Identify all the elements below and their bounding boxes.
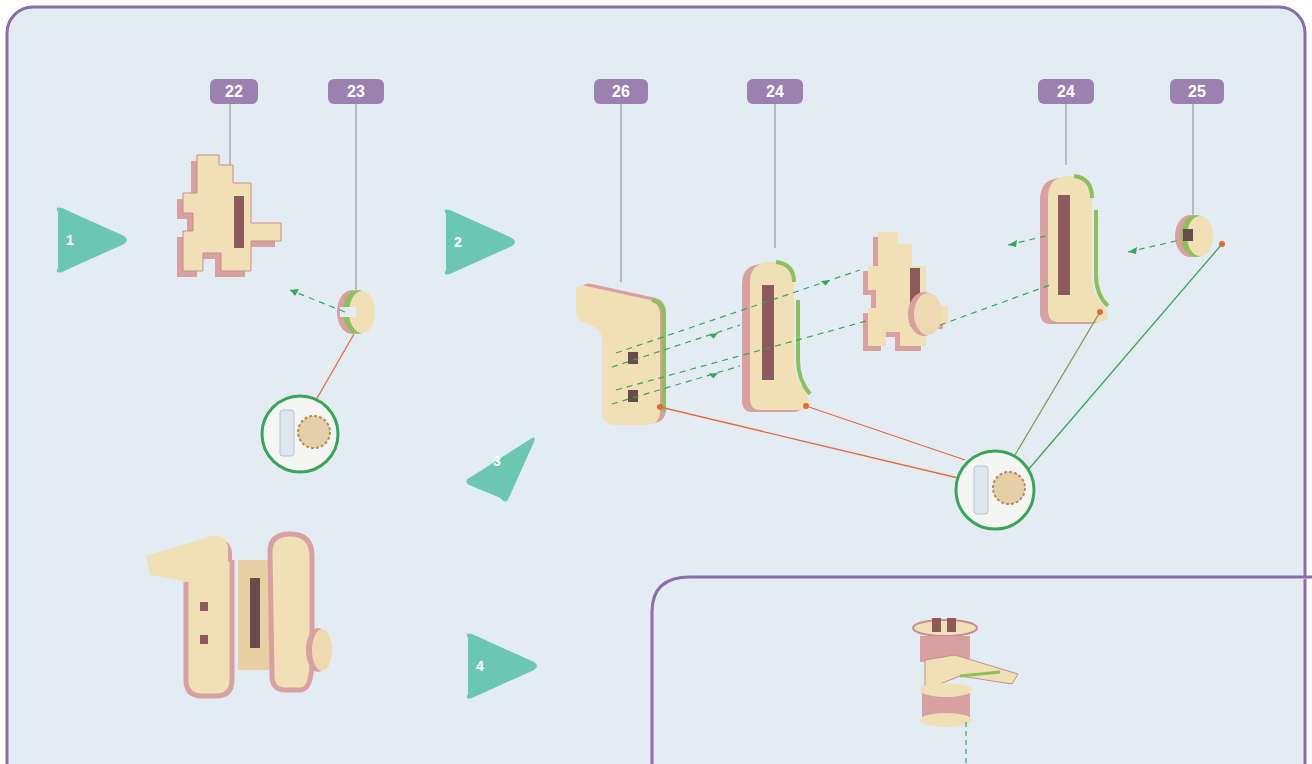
step-marker: 3: [462, 434, 536, 504]
part-number-badge: 22: [210, 79, 258, 104]
callout-number: 22: [225, 84, 243, 100]
step-triangle: [462, 434, 536, 504]
callout-number: 25: [1188, 84, 1206, 100]
step-triangle: [440, 208, 518, 276]
part-number-badge: 25: [1170, 79, 1224, 104]
step-marker: 1: [52, 206, 130, 274]
step-marker: 4: [462, 632, 540, 700]
callout-number: 24: [1057, 84, 1075, 100]
callout-number: 26: [612, 84, 630, 100]
step-number: 1: [66, 233, 74, 247]
part-number-badge: 24: [747, 79, 803, 104]
step-marker: 2: [440, 208, 518, 276]
part-number-badge: 23: [328, 79, 384, 104]
callout-number: 24: [766, 84, 784, 100]
step-number: 2: [454, 235, 462, 249]
part-number-badge: 24: [1038, 79, 1094, 104]
callout-number: 23: [347, 84, 365, 100]
step-triangle: [462, 632, 540, 700]
part-number-badge: 26: [594, 79, 648, 104]
step-triangle: [52, 206, 130, 274]
step-number: 3: [493, 454, 501, 468]
step-number: 4: [476, 659, 484, 673]
